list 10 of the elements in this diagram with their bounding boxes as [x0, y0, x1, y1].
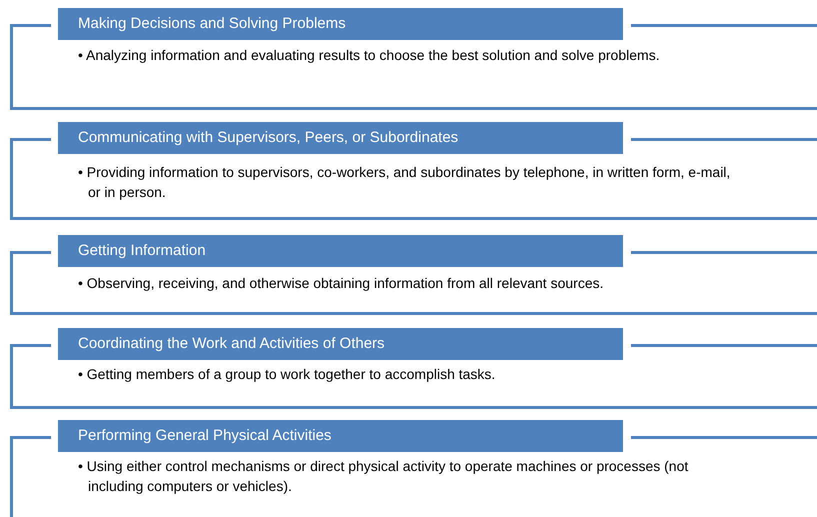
heading-bar: Performing General Physical Activities — [58, 420, 623, 452]
heading-bar: Getting Information — [58, 235, 623, 267]
bullet-text: • Using either control mechanisms or direct physical activity to operate machines or processes (not including computers or vehicles). — [78, 457, 690, 496]
bullet-text: • Getting members of a group to work together to accomplish tasks. — [78, 365, 496, 384]
heading-bar: Communicating with Supervisors, Peers, or Subordinates — [58, 122, 623, 154]
bullet-text: • Analyzing information and evaluating results to choose the best solution and solve problems. — [78, 46, 661, 65]
heading-bar: Making Decisions and Solving Problems — [58, 8, 623, 40]
bullet-text: • Providing information to supervisors, co-workers, and subordinates by telephone, in written form, e-mail, or in person. — [78, 163, 732, 202]
bullet-text: • Observing, receiving, and otherwise obtaining information from all relevant sources. — [78, 274, 604, 293]
heading-bar: Coordinating the Work and Activities of Others — [58, 328, 623, 360]
